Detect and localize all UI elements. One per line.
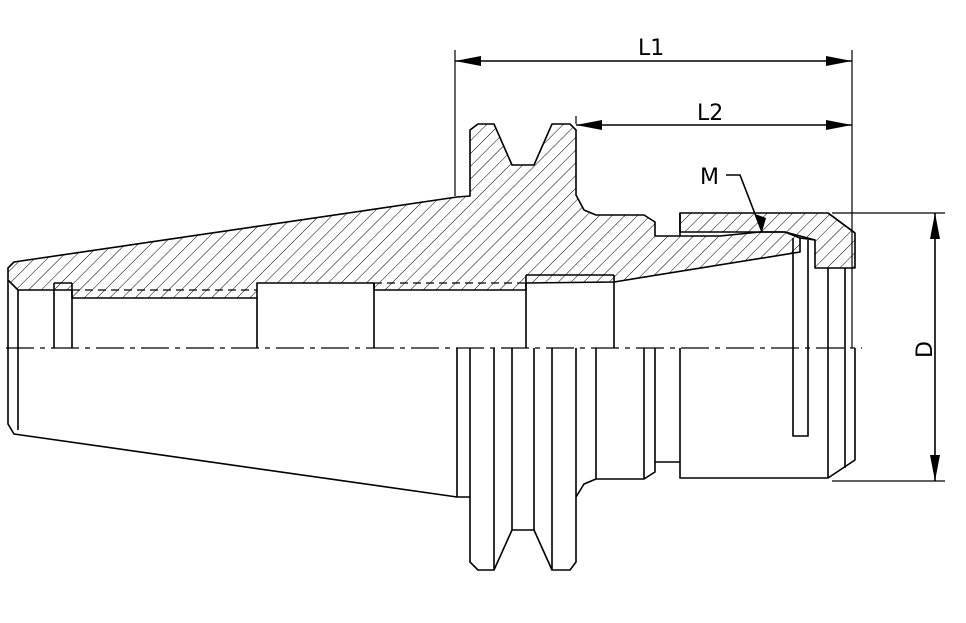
inner-bore-upper <box>17 274 615 348</box>
label-m: M <box>700 165 719 190</box>
dimension-l1 <box>455 56 852 66</box>
lower-edges <box>17 348 846 570</box>
dimension-l2 <box>576 120 852 130</box>
upper-right-edges <box>827 268 846 348</box>
label-d: D <box>913 341 938 358</box>
dimension-d <box>930 213 940 481</box>
leader-m <box>726 174 766 233</box>
body-lower-outline <box>7 280 856 571</box>
body-section-hatched <box>7 123 801 299</box>
extension-lines <box>454 50 945 482</box>
label-l1: L1 <box>638 36 664 61</box>
hidden-lines <box>72 282 526 291</box>
label-l2: L2 <box>697 101 723 126</box>
collet-area <box>679 212 856 437</box>
